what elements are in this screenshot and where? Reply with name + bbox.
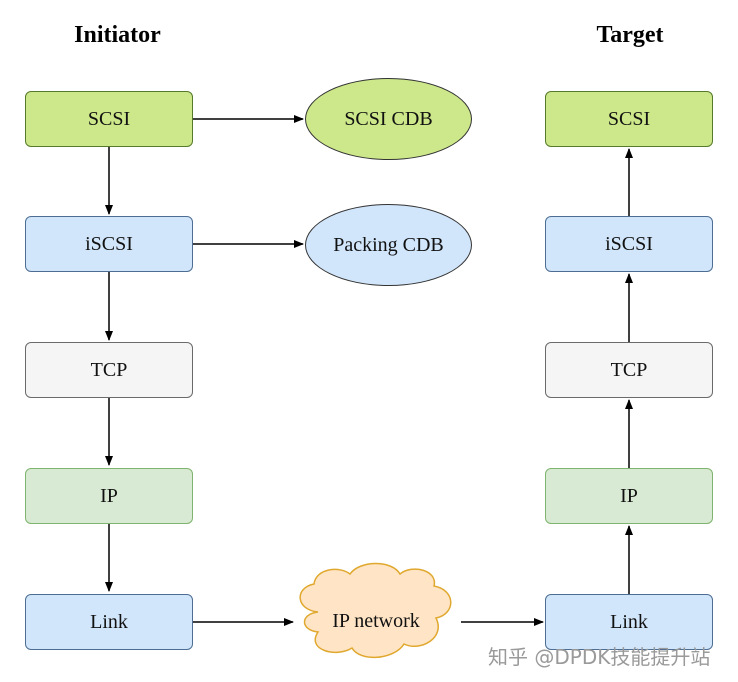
- ip-network-cloud-shape: [299, 562, 452, 659]
- ip-network-label: IP network: [332, 610, 420, 632]
- target-iscsi-box: iSCSI: [545, 216, 713, 272]
- packing-cdb-ellipse: Packing CDB: [305, 204, 472, 286]
- target-link-box: Link: [545, 594, 713, 650]
- initiator-heading: Initiator: [74, 22, 161, 48]
- watermark-text: 知乎 @DPDK技能提升站: [488, 645, 711, 669]
- initiator-tcp-box: TCP: [25, 342, 193, 398]
- target-tcp-box: TCP: [545, 342, 713, 398]
- target-ip-box: IP: [545, 468, 713, 524]
- target-heading: Target: [596, 22, 664, 48]
- initiator-ip-box: IP: [25, 468, 193, 524]
- initiator-iscsi-box: iSCSI: [25, 216, 193, 272]
- target-scsi-box: SCSI: [545, 91, 713, 147]
- initiator-scsi-box: SCSI: [25, 91, 193, 147]
- initiator-link-box: Link: [25, 594, 193, 650]
- scsi-cdb-ellipse: SCSI CDB: [305, 78, 472, 160]
